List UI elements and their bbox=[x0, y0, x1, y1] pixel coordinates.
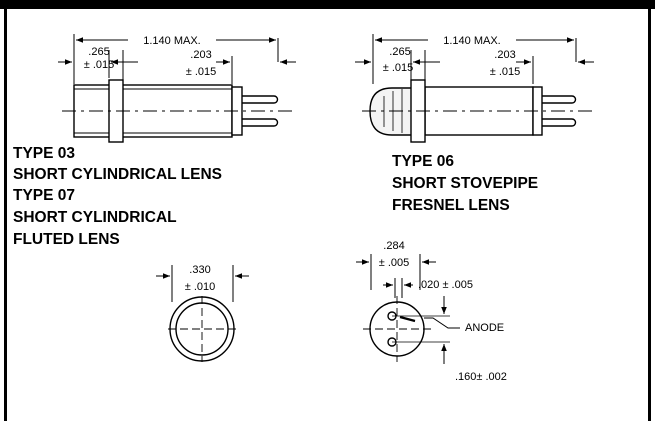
right-pin-spacing-label: .160± .002 bbox=[455, 371, 507, 383]
left-border-line bbox=[4, 9, 7, 421]
right-end-view bbox=[356, 254, 460, 364]
left-side-view bbox=[58, 34, 296, 143]
left-overall-length-label: 1.140 MAX. bbox=[143, 35, 200, 47]
left-collar-width-label: .265 bbox=[88, 46, 109, 58]
right-title-line-2: SHORT STOVEPIPE bbox=[392, 175, 538, 192]
right-width-tolerance-label: ± .005 bbox=[379, 257, 410, 269]
right-side-view bbox=[355, 34, 594, 143]
left-title-line-5: FLUTED LENS bbox=[13, 231, 120, 248]
right-collar-tolerance-label: ± .015 bbox=[383, 62, 414, 74]
left-title-line-3: TYPE 07 bbox=[13, 187, 75, 204]
right-side-dimension-labels: 1.140 MAX. .265 ± .015 .203 ± .015 bbox=[383, 35, 521, 78]
left-type-titles: TYPE 03 SHORT CYLINDRICAL LENS TYPE 07 S… bbox=[13, 145, 222, 248]
left-title-line-1: TYPE 03 bbox=[13, 145, 75, 162]
top-border-bar bbox=[0, 0, 655, 9]
right-pin-tolerance-label: ± .015 bbox=[490, 66, 521, 78]
right-collar-width-label: .265 bbox=[389, 46, 410, 58]
right-type-titles: TYPE 06 SHORT STOVEPIPE FRESNEL LENS bbox=[392, 153, 538, 214]
left-end-view bbox=[156, 265, 249, 362]
left-diameter-label: .330 bbox=[189, 264, 210, 276]
right-overall-length-label: 1.140 MAX. bbox=[443, 35, 500, 47]
anode-label: ANODE bbox=[465, 322, 504, 334]
left-title-line-2: SHORT CYLINDRICAL LENS bbox=[13, 166, 222, 183]
left-side-dimension-labels: 1.140 MAX. .265 ± .015 .203 ± .015 bbox=[84, 35, 217, 78]
left-diameter-tolerance-label: ± .010 bbox=[185, 281, 216, 293]
left-collar-tolerance-label: ± .015 bbox=[84, 59, 115, 71]
right-title-line-3: FRESNEL LENS bbox=[392, 197, 510, 214]
left-end-view-labels: .330 ± .010 bbox=[185, 264, 216, 293]
right-title-line-1: TYPE 06 bbox=[392, 153, 454, 170]
right-offset-label: .020 ± .005 bbox=[418, 279, 473, 291]
right-width-label: .284 bbox=[383, 240, 404, 252]
right-border-line bbox=[648, 9, 651, 421]
right-end-view-labels: .284 ± .005 .020 ± .005 ANODE .160± .002 bbox=[379, 240, 507, 383]
right-pin-length-label: .203 bbox=[494, 49, 515, 61]
left-pin-length-label: .203 bbox=[190, 49, 211, 61]
left-title-line-4: SHORT CYLINDRICAL bbox=[13, 209, 177, 226]
left-pin-tolerance-label: ± .015 bbox=[186, 66, 217, 78]
